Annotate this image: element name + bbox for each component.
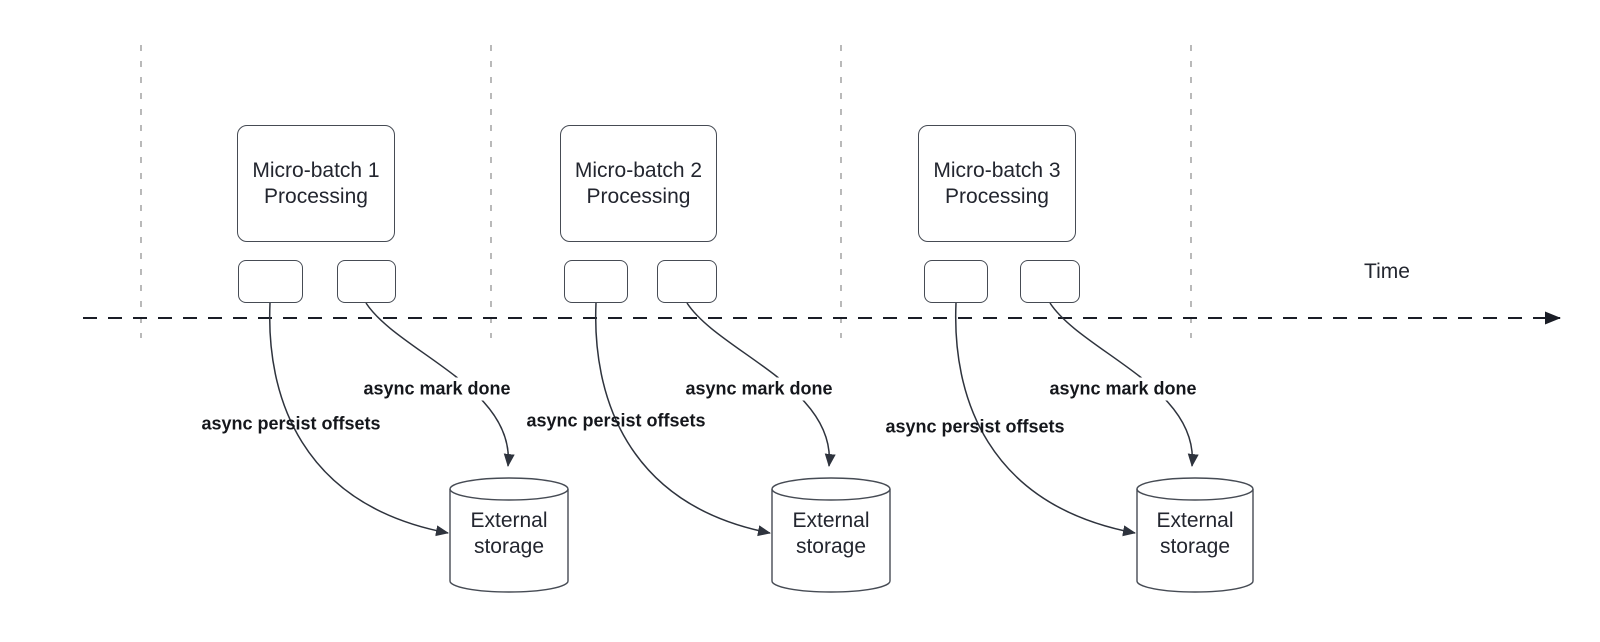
cylinder-rim [1136, 488, 1254, 501]
mark-done-arrow [686, 302, 836, 467]
external-storage-cylinder [771, 477, 891, 593]
persist-offsets-arrow [594, 302, 771, 537]
mark-done-edge-label: async mark done [681, 377, 837, 401]
persist-offsets-edge-label: async persist offsets [885, 416, 1065, 437]
micro-batch-1-processing-label: Micro-batch 1 Processing [252, 158, 380, 208]
mark-done-task-box [337, 260, 396, 303]
cylinder-rim [449, 488, 569, 501]
micro-batch-3-processing-box: Micro-batch 3 Processing [918, 125, 1076, 242]
micro-batch-3-processing-label: Micro-batch 3 Processing [933, 158, 1061, 208]
mark-done-edge-label: async mark done [1045, 377, 1201, 401]
external-storage-cylinder [1136, 477, 1254, 593]
micro-batch-2-processing-box: Micro-batch 2 Processing [560, 125, 717, 242]
external-storage-label: External storage [1156, 509, 1234, 558]
external-storage-cylinder [449, 477, 569, 593]
persist-offsets-arrow [954, 302, 1136, 537]
external-storage-label: External storage [792, 509, 870, 558]
mark-done-arrow [1049, 302, 1199, 467]
persist-offsets-task-box [564, 260, 628, 303]
persist-offsets-edge-label: async persist offsets [201, 413, 381, 434]
mark-done-task-box [1020, 260, 1080, 303]
micro-batch-2-processing-label: Micro-batch 2 Processing [574, 158, 703, 208]
micro-batch-1-processing-box: Micro-batch 1 Processing [237, 125, 395, 242]
mark-done-task-box [657, 260, 717, 303]
cylinder-rim [771, 488, 891, 501]
persist-offsets-task-box [238, 260, 303, 303]
mark-done-arrow [365, 302, 515, 467]
persist-offsets-edge-label: async persist offsets [526, 410, 706, 431]
time-axis-label: Time [1364, 260, 1410, 283]
mark-done-edge-label: async mark done [359, 377, 515, 401]
external-storage-label: External storage [470, 509, 548, 558]
persist-offsets-task-box [924, 260, 988, 303]
persist-offsets-arrow [268, 302, 449, 537]
